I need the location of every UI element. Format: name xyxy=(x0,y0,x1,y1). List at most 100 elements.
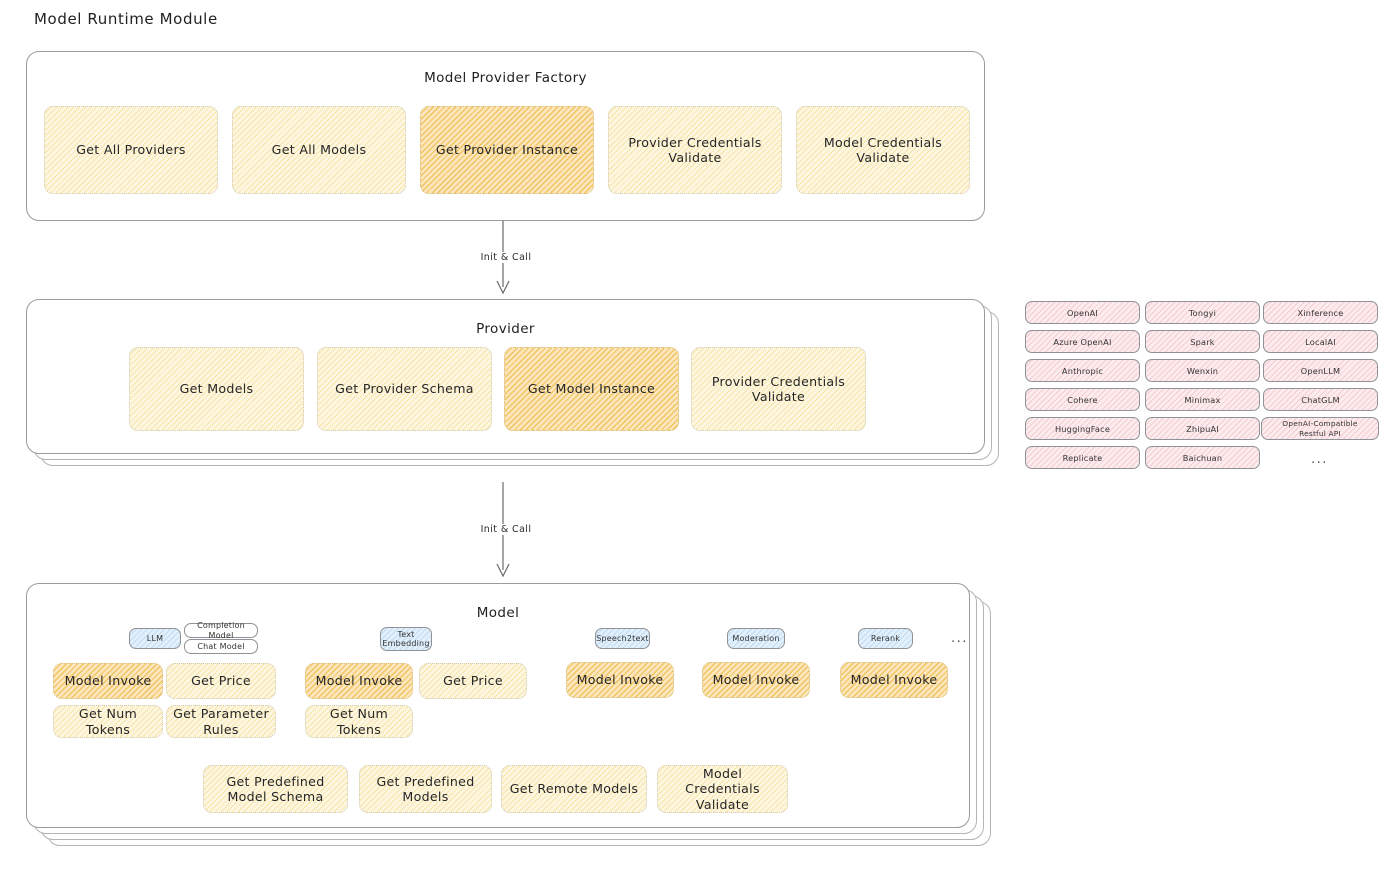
node-label: Model Credentials Validate xyxy=(685,765,760,812)
model-type-speech2text[interactable]: Speech2text xyxy=(595,628,650,649)
tag-label: Wenxin xyxy=(1186,365,1219,376)
tag-label: LocalAI xyxy=(1305,336,1336,347)
node-llm-model-invoke[interactable]: Model Invoke xyxy=(53,663,163,699)
provider-tag-spark[interactable]: Spark xyxy=(1145,330,1260,353)
provider-tag-localai[interactable]: LocalAI xyxy=(1263,330,1378,353)
model-types-more: ... xyxy=(951,631,968,646)
node-embedding-get-num-tokens[interactable]: Get Num Tokens xyxy=(305,705,413,738)
model-type-llm[interactable]: LLM xyxy=(129,628,181,649)
node-label: Get Num Tokens xyxy=(78,706,138,737)
provider-tag-openai[interactable]: OpenAI xyxy=(1025,301,1140,324)
panel-title-model: Model xyxy=(476,605,520,621)
type-label: Text Embedding xyxy=(382,629,430,648)
node-embedding-get-price[interactable]: Get Price xyxy=(419,663,527,699)
node-label: Provider Credentials Validate xyxy=(711,373,846,404)
node-label: Get Num Tokens xyxy=(329,706,389,737)
node-label: Get All Providers xyxy=(76,142,186,158)
provider-tag-tongyi[interactable]: Tongyi xyxy=(1145,301,1260,324)
node-speech2text-model-invoke[interactable]: Model Invoke xyxy=(566,662,674,698)
node-label: Get Provider Schema xyxy=(335,381,474,397)
tag-label: OpenAI xyxy=(1066,307,1099,318)
node-moderation-model-invoke[interactable]: Model Invoke xyxy=(702,662,810,698)
tag-label: OpenAI-Compatible Restful API xyxy=(1282,419,1358,438)
node-llm-get-num-tokens[interactable]: Get Num Tokens xyxy=(53,705,163,738)
node-llm-get-price[interactable]: Get Price xyxy=(166,663,276,699)
page-title: Model Runtime Module xyxy=(34,10,218,28)
provider-tag-huggingface[interactable]: HuggingFace xyxy=(1025,417,1140,440)
subtag-label: Chat Model xyxy=(197,641,245,651)
provider-tag-baichuan[interactable]: Baichuan xyxy=(1145,446,1260,469)
node-label: Get All Models xyxy=(271,142,367,158)
node-embedding-model-invoke[interactable]: Model Invoke xyxy=(305,663,413,699)
type-label: Speech2text xyxy=(596,633,649,643)
tag-label: Spark xyxy=(1190,336,1215,347)
tag-label: ZhipuAI xyxy=(1186,423,1219,434)
provider-tag-azure-openai[interactable]: Azure OpenAI xyxy=(1025,330,1140,353)
tag-label: Xinference xyxy=(1297,307,1344,318)
node-label: Model Credentials Validate xyxy=(823,134,943,165)
provider-tag-anthropic[interactable]: Anthropic xyxy=(1025,359,1140,382)
node-model-credentials-validate-2[interactable]: Model Credentials Validate xyxy=(657,765,788,813)
subtag-label: Completion Model xyxy=(197,620,245,640)
arrow-label-init-call-1: Init & Call xyxy=(466,252,546,263)
node-label: Model Invoke xyxy=(315,673,403,689)
node-rerank-model-invoke[interactable]: Model Invoke xyxy=(840,662,948,698)
node-model-credentials-validate[interactable]: Model Credentials Validate xyxy=(796,106,970,194)
provider-tag-chatglm[interactable]: ChatGLM xyxy=(1263,388,1378,411)
provider-tag-replicate[interactable]: Replicate xyxy=(1025,446,1140,469)
node-get-predefined-models[interactable]: Get Predefined Models xyxy=(359,765,492,813)
provider-tag-xinference[interactable]: Xinference xyxy=(1263,301,1378,324)
node-label: Get Predefined Model Schema xyxy=(226,773,325,804)
provider-tag-cohere[interactable]: Cohere xyxy=(1025,388,1140,411)
panel-title-provider: Provider xyxy=(476,321,535,337)
node-get-predefined-model-schema[interactable]: Get Predefined Model Schema xyxy=(203,765,348,813)
node-provider-credentials-validate[interactable]: Provider Credentials Validate xyxy=(608,106,782,194)
node-llm-get-parameter-rules[interactable]: Get Parameter Rules xyxy=(166,705,276,738)
node-label: Get Remote Models xyxy=(509,781,639,797)
node-get-provider-instance[interactable]: Get Provider Instance xyxy=(420,106,594,194)
provider-tag-wenxin[interactable]: Wenxin xyxy=(1145,359,1260,382)
model-type-moderation[interactable]: Moderation xyxy=(727,628,785,649)
node-label: Model Invoke xyxy=(64,673,152,689)
tag-label: Tongyi xyxy=(1188,307,1217,318)
tag-label: Replicate xyxy=(1062,452,1103,463)
provider-tags-more: ... xyxy=(1311,452,1328,467)
node-get-remote-models[interactable]: Get Remote Models xyxy=(501,765,647,813)
model-type-text-embedding[interactable]: Text Embedding xyxy=(380,627,432,651)
node-label: Get Parameter Rules xyxy=(173,706,269,737)
provider-tag-openai-compatible-restful-api[interactable]: OpenAI-Compatible Restful API xyxy=(1261,417,1379,440)
model-subtag-chat-model[interactable]: Chat Model xyxy=(184,639,258,654)
node-get-all-models[interactable]: Get All Models xyxy=(232,106,406,194)
node-provider-credentials-validate-2[interactable]: Provider Credentials Validate xyxy=(691,347,866,431)
tag-label: Cohere xyxy=(1067,394,1098,405)
node-label: Model Invoke xyxy=(850,672,938,688)
node-get-model-instance[interactable]: Get Model Instance xyxy=(504,347,679,431)
provider-tag-openllm[interactable]: OpenLLM xyxy=(1263,359,1378,382)
tag-label: OpenLLM xyxy=(1300,365,1341,376)
provider-tag-zhipuai[interactable]: ZhipuAI xyxy=(1145,417,1260,440)
node-get-provider-schema[interactable]: Get Provider Schema xyxy=(317,347,492,431)
node-label: Get Predefined Models xyxy=(376,773,475,804)
node-get-models[interactable]: Get Models xyxy=(129,347,304,431)
provider-tag-minimax[interactable]: Minimax xyxy=(1145,388,1260,411)
node-get-all-providers[interactable]: Get All Providers xyxy=(44,106,218,194)
tag-label: HuggingFace xyxy=(1054,423,1111,434)
node-label: Get Price xyxy=(191,673,251,689)
model-type-rerank[interactable]: Rerank xyxy=(858,628,913,649)
model-subtag-completion-model[interactable]: Completion Model xyxy=(184,620,258,640)
panel-model: Model xyxy=(26,583,970,828)
type-label: Rerank xyxy=(870,633,901,643)
node-label: Get Provider Instance xyxy=(435,142,579,158)
panel-title-factory: Model Provider Factory xyxy=(424,70,587,86)
tag-label: ChatGLM xyxy=(1301,394,1340,405)
node-label: Model Invoke xyxy=(712,672,800,688)
tag-label: Anthropic xyxy=(1061,365,1104,376)
type-label: Moderation xyxy=(732,633,780,643)
node-label: Model Invoke xyxy=(576,672,664,688)
tag-label: Minimax xyxy=(1184,394,1221,405)
node-label: Get Price xyxy=(443,673,503,689)
node-label: Get Model Instance xyxy=(527,381,656,397)
tag-label: Azure OpenAI xyxy=(1053,336,1112,347)
arrow-label-init-call-2: Init & Call xyxy=(466,524,546,535)
